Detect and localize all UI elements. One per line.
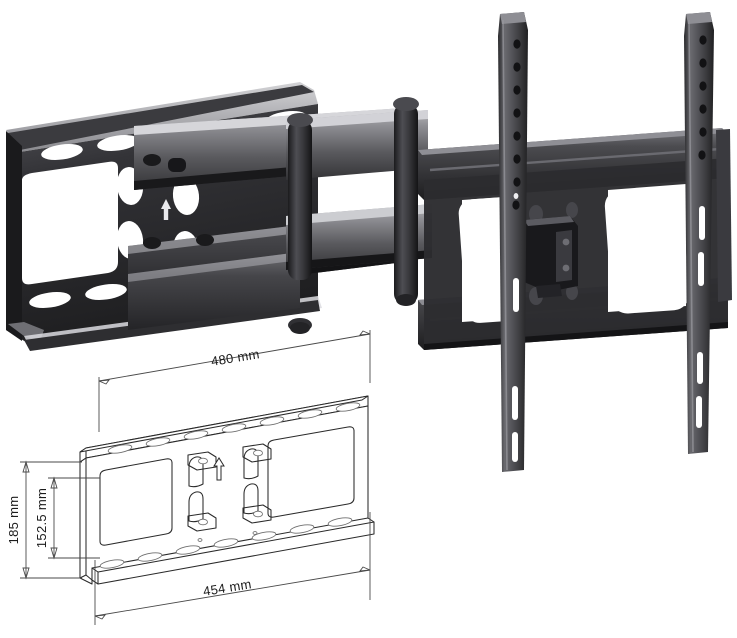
- part-pivot-joint: [143, 97, 419, 334]
- part-vesa-rail-right: [684, 12, 714, 454]
- dimension-label-185mm: 185 mm: [6, 496, 21, 545]
- dimension-label-480mm: 480 mm: [210, 346, 261, 369]
- part-vesa-rail-left: [498, 12, 528, 472]
- dimension-label-454mm: 454 mm: [202, 576, 253, 599]
- dimension-185mm: 185 mm: [6, 460, 82, 580]
- part-upper-arm: [134, 108, 428, 190]
- drawing-wall-plate-body: [79, 395, 375, 585]
- drawing-up-arrow-icon: [213, 457, 225, 481]
- dimension-label-152-5mm: 152.5 mm: [34, 488, 49, 548]
- dimension-152-5mm: 152.5 mm: [34, 476, 100, 560]
- up-arrow-marker-photo: [161, 199, 171, 220]
- part-tv-bracket: [418, 12, 732, 472]
- part-tilt-mechanism: [524, 216, 578, 298]
- drawing-hook-tabs: [187, 443, 272, 532]
